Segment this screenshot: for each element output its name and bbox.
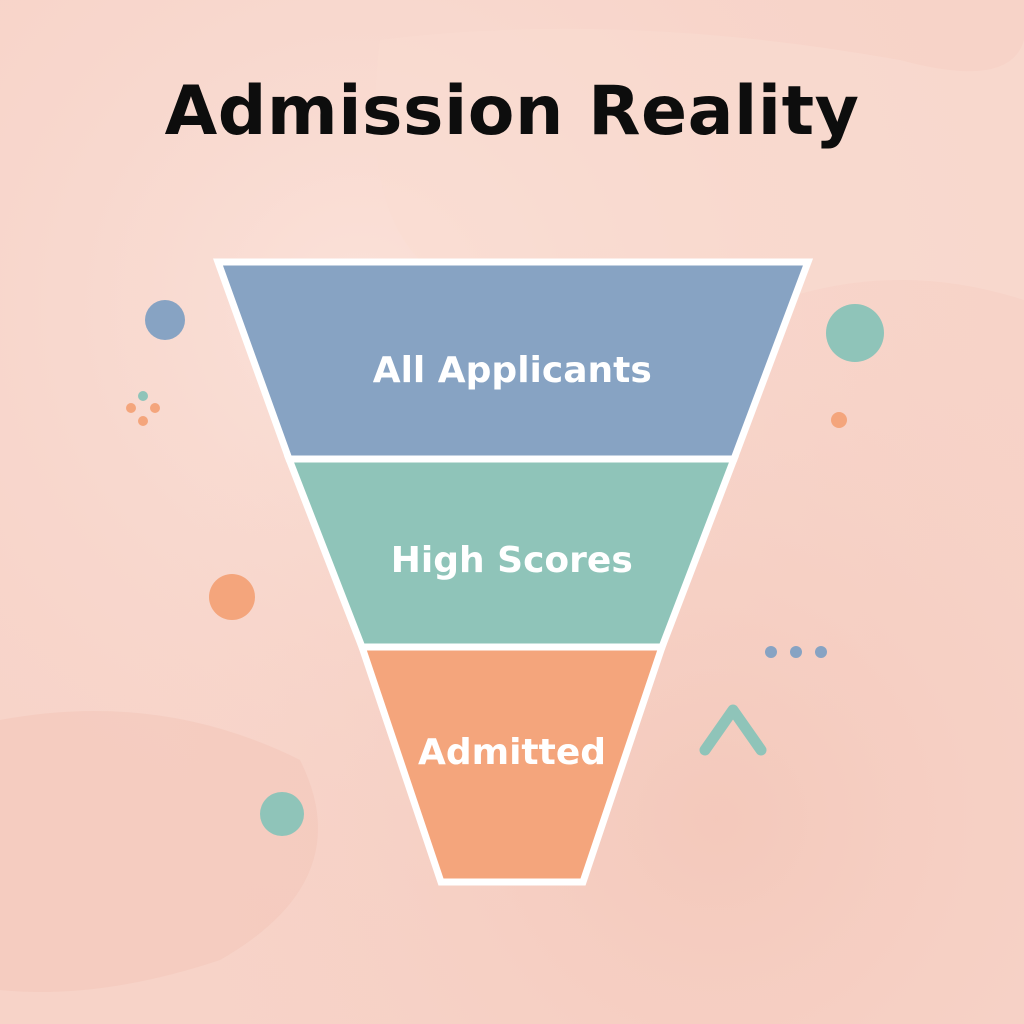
- background-wash-patch: [0, 711, 318, 992]
- decor-dot-orange: [138, 416, 148, 426]
- decor-dot-blue: [815, 646, 827, 658]
- decor-circle-blue: [145, 300, 185, 340]
- decor-dot-blue: [765, 646, 777, 658]
- decor-caret-icon: [699, 704, 767, 756]
- decor-circle-teal: [260, 792, 304, 836]
- page-title: Admission Reality: [164, 72, 860, 151]
- funnel-stage-label: All Applicants: [373, 350, 652, 391]
- funnel-stage: [357, 643, 667, 886]
- funnel-stage-label: High Scores: [391, 540, 633, 581]
- decor-dot-blue: [790, 646, 802, 658]
- decor-circle-orange: [209, 574, 255, 620]
- funnel-stage-label: Admitted: [418, 732, 606, 773]
- decor-dot-teal: [138, 391, 148, 401]
- decor-dot-orange: [126, 403, 136, 413]
- decor-circle-teal: [826, 304, 884, 362]
- decor-dot-orange: [831, 412, 847, 428]
- background-wash-patch: [375, 28, 1024, 309]
- decor-dot-orange: [150, 403, 160, 413]
